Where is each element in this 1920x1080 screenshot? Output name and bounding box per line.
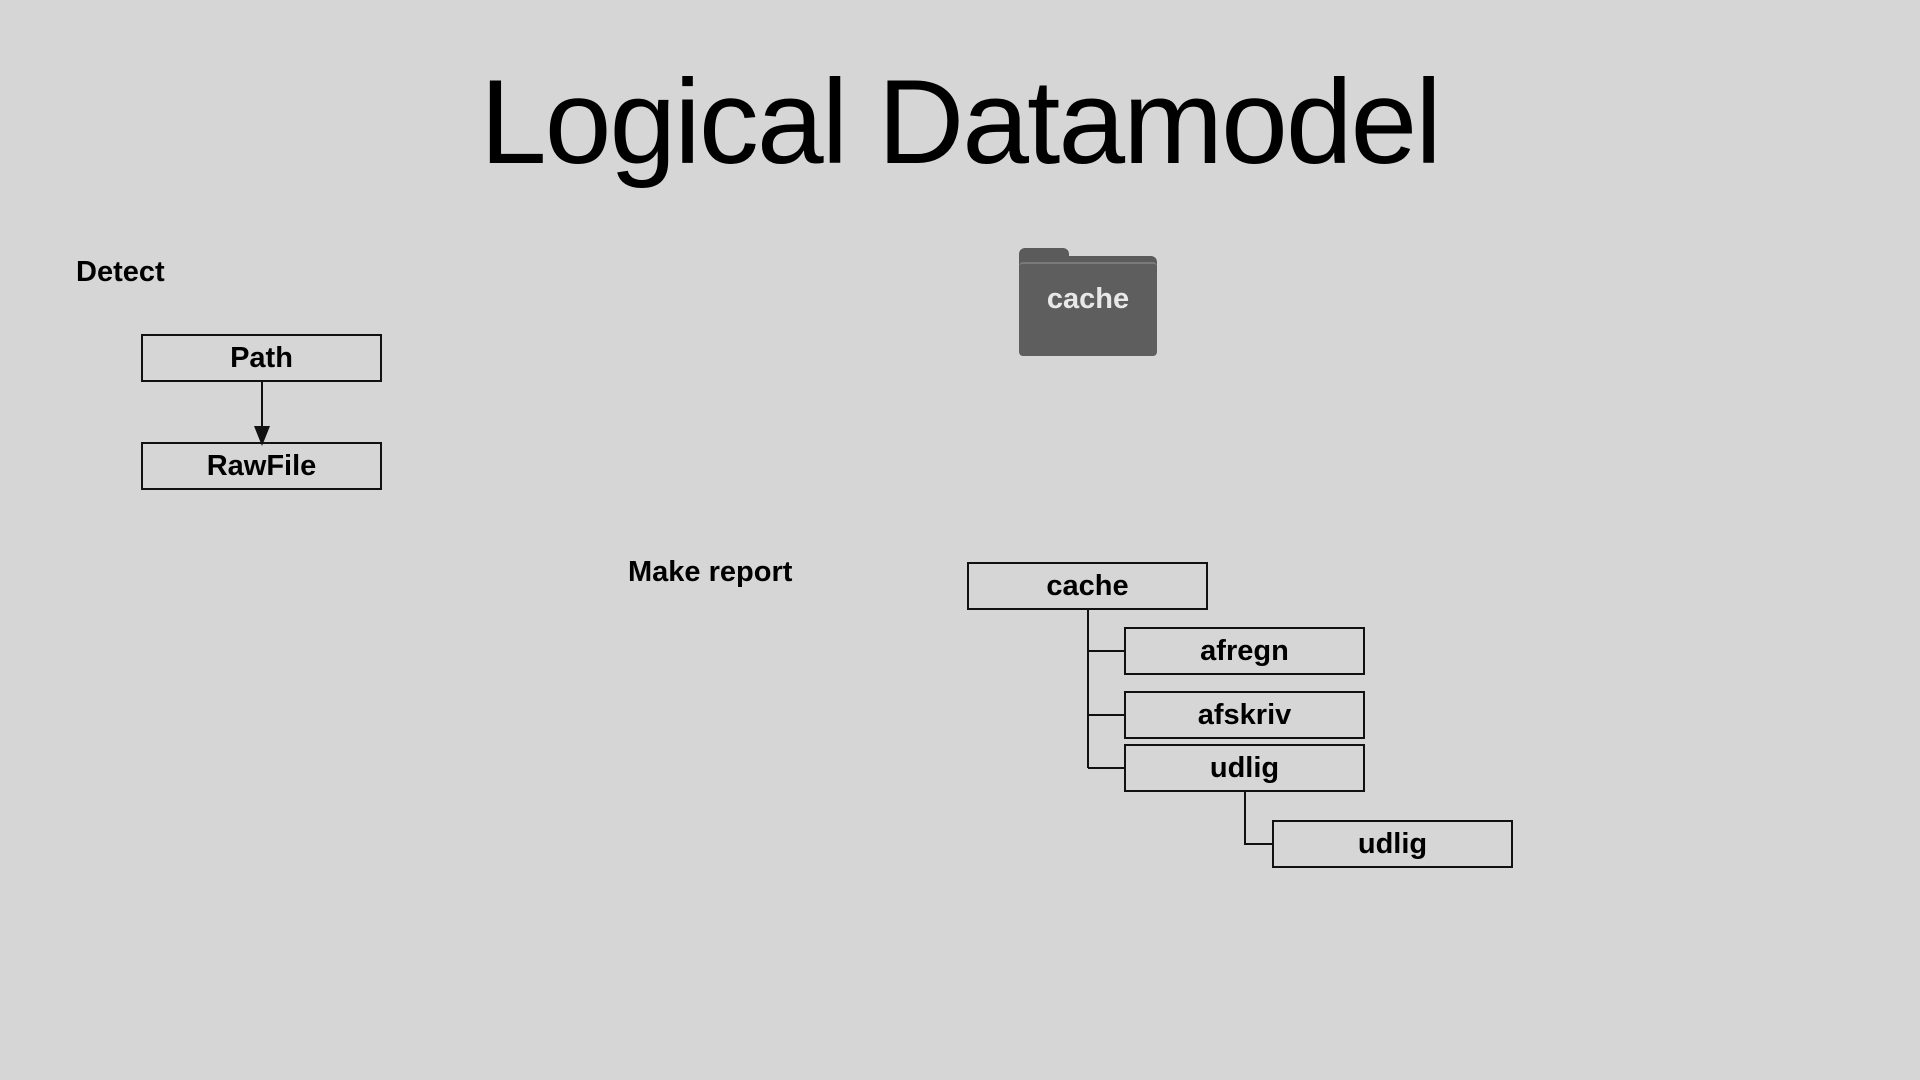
- tree-root-cache: cache: [967, 562, 1208, 610]
- tree-connector-root: [1087, 610, 1124, 769]
- path-node: Path: [141, 334, 382, 382]
- tree-child-afregn: afregn: [1124, 627, 1365, 675]
- folder-icon: cache: [1019, 248, 1157, 356]
- rawfile-node: RawFile: [141, 442, 382, 490]
- slide-title: Logical Datamodel: [480, 55, 1442, 189]
- tree-connector-udlig: [1244, 792, 1272, 845]
- tree-child-afskriv: afskriv: [1124, 691, 1365, 739]
- tree-child-udlig: udlig: [1124, 744, 1365, 792]
- make-report-label: Make report: [628, 556, 793, 588]
- tree-grandchild-udlig: udlig: [1272, 820, 1513, 868]
- detect-label: Detect: [76, 256, 165, 288]
- folder-label: cache: [1046, 283, 1130, 315]
